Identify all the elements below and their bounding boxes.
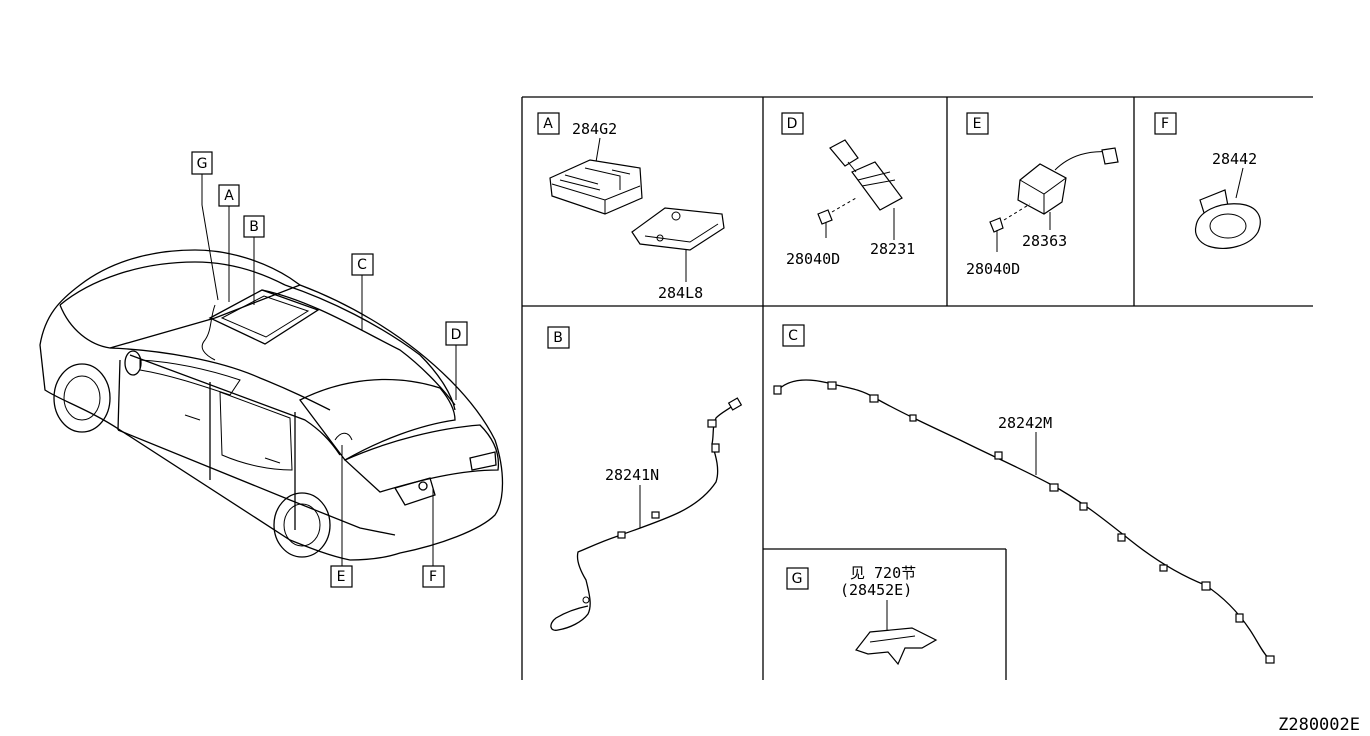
bracket-284l8-part [631,207,725,251]
svg-text:见 720节: 见 720节 [850,564,916,582]
vehicle-callout-leaders [201,174,457,566]
vehicle-callout-c: C [351,253,374,276]
vehicle-illustration [39,249,504,561]
svg-text:E: E [337,569,346,585]
lamp-28442-part [1194,189,1261,249]
svg-text:C: C [788,328,798,344]
panel-b: B 28241N [547,326,743,631]
svg-text:284G2: 284G2 [572,120,617,138]
sensor-28231-part [829,139,903,211]
vehicle-callout-g: G [191,151,213,175]
panel-a: A 284G2 284L8 [537,112,725,302]
vehicle-callout-d: D [445,321,468,346]
vehicle-callout-b: B [243,215,265,238]
panel-f: F 28442 [1154,112,1261,249]
svg-text:D: D [451,327,462,343]
svg-text:28242M: 28242M [998,414,1052,432]
svg-text:C: C [357,257,367,273]
svg-text:E: E [973,116,982,132]
svg-text:A: A [543,116,553,132]
panel-e: E 28363 28040D [966,112,1119,278]
panel-c: C 28242M [773,324,1275,664]
module-284g2-part [549,159,643,215]
panel-g: G 见 720节 (28452E) [786,564,938,666]
unit-28363-part [1017,147,1119,215]
bracket-28452e-part [855,627,938,666]
svg-text:(28452E): (28452E) [840,581,912,599]
harness-28241n-part [550,397,743,631]
screw-28040d-part [817,209,833,238]
diagram-id: Z280002E [1278,715,1360,735]
svg-text:G: G [792,571,803,587]
panel-d: D 28040D 28231 [781,112,915,268]
svg-text:B: B [249,219,259,235]
svg-text:F: F [429,569,437,585]
harness-28242m-part [773,379,1275,664]
svg-text:A: A [224,188,234,204]
svg-text:G: G [197,156,208,172]
svg-text:F: F [1161,116,1169,132]
svg-text:D: D [787,116,798,132]
screw-28040d-e-part [989,217,1004,252]
svg-text:284L8: 284L8 [658,284,703,302]
svg-text:B: B [553,330,563,346]
svg-text:28363: 28363 [1022,232,1067,250]
svg-text:28241N: 28241N [605,466,659,484]
svg-text:28040D: 28040D [786,250,840,268]
vehicle-callout-f: F [422,565,445,588]
panel-grid [521,96,1313,680]
svg-text:28231: 28231 [870,240,915,258]
vehicle-callout-e: E [330,565,353,588]
svg-text:28442: 28442 [1212,150,1257,168]
vehicle-callout-a: A [218,184,240,207]
svg-text:28040D: 28040D [966,260,1020,278]
